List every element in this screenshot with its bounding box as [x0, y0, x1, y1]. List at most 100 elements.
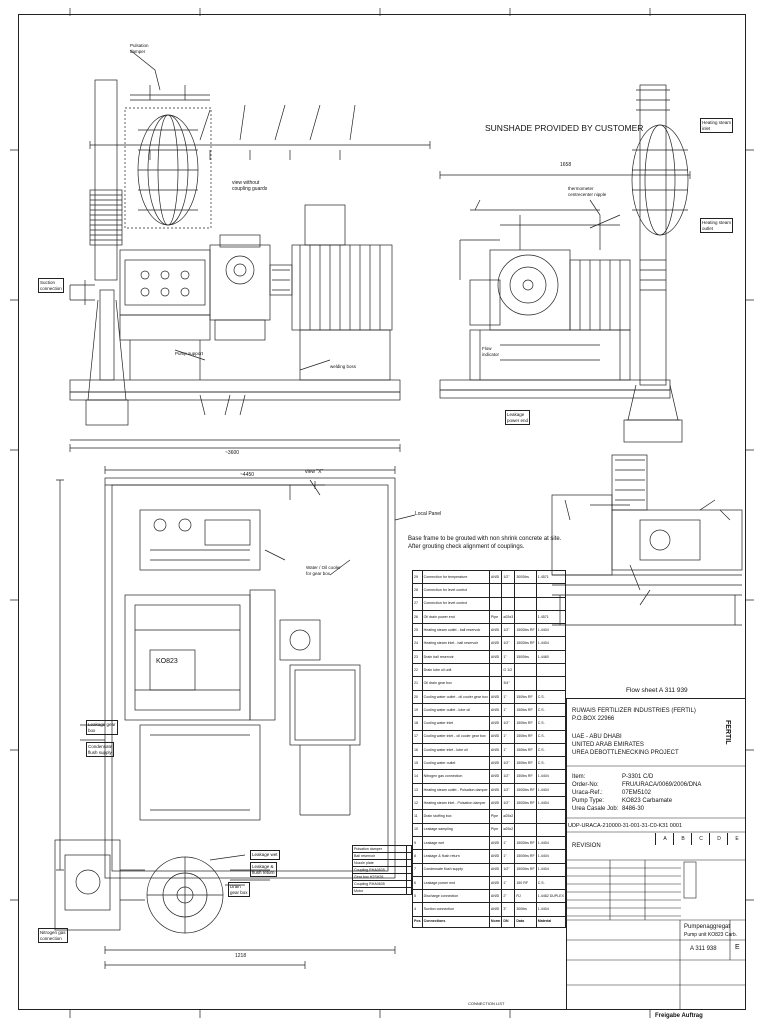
connection-cell: Heating steam outlet - Pulsation damper [421, 782, 490, 798]
connection-cell: 1" [501, 849, 516, 864]
connection-cell: 1500lbs RF [514, 636, 537, 651]
parts-cell: Pulsation damper [351, 845, 408, 853]
parts-cell [406, 852, 412, 860]
connection-cell: Leakage wet [421, 835, 490, 851]
connection-cell: 1500lbs RF [514, 623, 537, 638]
parts-row: Nozzle plate [351, 859, 412, 867]
document-number: UDP-URACA-210000-31-001-31-C0-K31 0001 [568, 823, 683, 829]
connection-cell: 1500lbs RF [514, 862, 537, 877]
connection-cell: 22 [412, 663, 423, 678]
connection-cell [535, 809, 567, 824]
connection-cell: C.S. [535, 756, 567, 771]
project-name: UREA DEBOTTLENECKING PROJECT [572, 750, 679, 756]
connection-cell: Cooling water inlet - lube oil [421, 742, 490, 758]
order-value: FRU/URACA/0069/2006/DNA [622, 782, 702, 788]
parts-row: Pulsation damper [351, 845, 412, 853]
connection-cell: 1.4571 [535, 569, 567, 585]
connection-cell [488, 596, 503, 611]
parts-cell [406, 845, 412, 853]
connection-cell: Leakage power end [421, 875, 490, 891]
pulsation-damper-label: Pulsation damper [130, 43, 149, 54]
connection-cell: 1/2" [501, 769, 516, 784]
connection-cell: ANSI [488, 782, 503, 798]
connection-cell: 3" [501, 902, 516, 917]
connection-cell: 15 [412, 756, 423, 771]
connection-cell: 1" [501, 702, 516, 718]
dim-top: ~4450 [240, 472, 255, 478]
connection-header-cell: Data [514, 915, 537, 928]
connection-cell [514, 809, 537, 824]
iso-view [551, 454, 743, 626]
connection-cell: 4 [412, 902, 423, 917]
connection-cell: 1500lbs [514, 649, 537, 665]
connection-cell [514, 596, 537, 611]
connection-cell: 16 [412, 742, 423, 758]
parts-cell [406, 866, 412, 874]
connection-cell: Cooling water inlet [421, 716, 490, 731]
connection-cell: 150lbs RF [514, 756, 537, 771]
connection-cell [488, 676, 503, 691]
pump-support-label: Pump support [175, 351, 204, 356]
parts-cell: Motor [351, 887, 408, 895]
item-value: P-3301 C/D [622, 774, 654, 780]
connection-cell: Cooling water inlet - oil cooler gear bo… [421, 729, 490, 744]
connection-cell: Pipe [488, 809, 503, 824]
connection-cell [514, 822, 537, 837]
callout-heating-steam-outlet: Heating steam outlet [700, 218, 734, 233]
connection-header-cell: Material [535, 915, 567, 928]
connection-cell: 300lbs [514, 902, 537, 917]
connection-cell: 1/2" [501, 796, 516, 811]
connection-cell [535, 596, 567, 611]
connection-cell: C.S. [535, 689, 567, 704]
parts-row: Coupling RHA0635 [351, 880, 412, 888]
connection-cell [488, 583, 503, 598]
connection-cell: ø25x2 [501, 822, 516, 837]
water-oil-cooler-label: Water / Oil cooler for gear box [306, 565, 341, 576]
connection-cell: ANSI [488, 835, 503, 851]
connection-cell: 6 [412, 875, 423, 891]
connection-cell: 1" [501, 649, 516, 665]
connection-cell: Condensate flush supply [421, 862, 490, 877]
connection-cell: 1.4404 [535, 862, 567, 877]
connection-cell: Connection for temperature [421, 569, 490, 585]
connection-cell: 26 [412, 609, 423, 625]
connection-header-cell: Pos [412, 915, 423, 928]
connection-cell: 11 [412, 809, 423, 824]
revision-letter: A [655, 833, 674, 845]
connection-cell [514, 663, 537, 678]
pump-label: Pump Type: [572, 798, 604, 804]
connection-cell: ANSI [488, 742, 503, 758]
order-label: Order-No: [572, 782, 599, 788]
connection-cell: ANSI [488, 716, 503, 731]
connection-cell: Suction connection [421, 902, 490, 917]
view-note: view without coupling guards [232, 180, 268, 192]
connection-cell: Cooling water outlet - oil cooler gear b… [421, 689, 490, 704]
parts-cell [406, 859, 412, 867]
connection-cell: ANSI [488, 875, 503, 891]
connection-cell: 18 [412, 716, 423, 731]
item-label: Item: [572, 774, 586, 780]
uraca-value: 07EM5102 [622, 790, 652, 796]
connection-cell: Connection for level control [421, 583, 490, 598]
connection-cell: ANSI [488, 902, 503, 917]
side-view [439, 84, 691, 443]
connection-cell: Leakage sampling [421, 822, 490, 837]
connection-cell: G 1/2 [501, 663, 516, 678]
connection-cell [535, 822, 567, 837]
connection-cell: 1.4462 DUPLEX [535, 889, 567, 904]
connection-cell: 5 [412, 889, 423, 904]
connection-cell: 23 [412, 649, 423, 665]
revision-letter: E [727, 833, 746, 845]
callout-leakage-power-end: Leakage power end [505, 410, 531, 425]
parts-row: Motor [351, 887, 412, 895]
connection-cell: Drain ball reservoir [421, 649, 490, 665]
connection-cell: 13 [412, 782, 423, 798]
